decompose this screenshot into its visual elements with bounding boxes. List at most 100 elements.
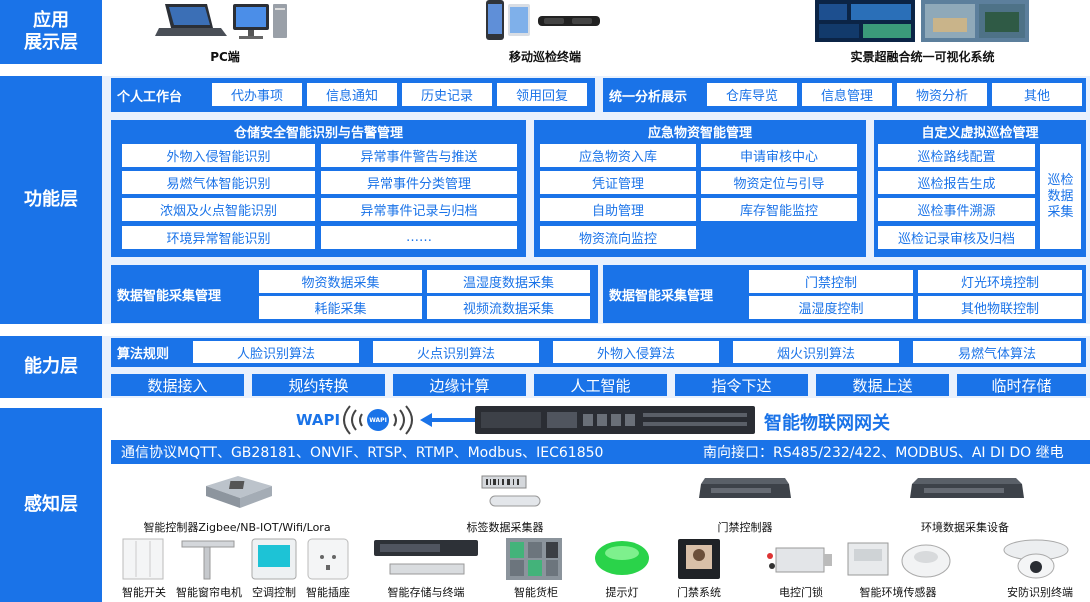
pc-device-image	[155, 4, 287, 39]
fusion-label: 实景超融合统一可视化系统	[850, 50, 995, 64]
algorithm-item[interactable]: 烟火识别算法	[733, 341, 899, 363]
workbench-item[interactable]: 领用回复	[497, 83, 587, 106]
device-caption: 智能环境传感器	[859, 586, 937, 599]
ability-function[interactable]: 边缘计算	[393, 374, 526, 396]
smart-switch-image	[122, 538, 164, 580]
ability-function[interactable]: 人工智能	[534, 374, 667, 396]
patrol-item[interactable]: 巡检路线配置	[878, 144, 1035, 167]
app-layer-area: PC端 移动巡检终端 实景超融合统一可视化系统	[110, 0, 1090, 66]
warehouse-right-item[interactable]: ……	[321, 226, 517, 249]
algorithm-title: 算法规则	[117, 347, 170, 362]
iot-gateway-image	[475, 406, 755, 434]
device-caption: 门禁系统	[677, 586, 721, 599]
tag-collector-image	[481, 475, 541, 507]
emergency-right-item[interactable]: 申请审核中心	[701, 144, 857, 167]
device-caption: 智能开关	[122, 586, 166, 599]
emergency-right-item[interactable]: 物资定位与引导	[701, 171, 857, 194]
warehouse-left-item[interactable]: 外物入侵智能识别	[122, 144, 315, 167]
smart-cabinet-image	[506, 538, 562, 580]
emergency-supplies-panel: 应急物资智能管理 应急物资入库 凭证管理 自助管理 物资流向监控 申请审核中心 …	[534, 120, 866, 257]
protocol-bar: 通信协议MQTT、GB28181、ONVIF、RTSP、RTMP、Modbus、…	[111, 440, 1090, 464]
warehouse-right-item[interactable]: 异常事件分类管理	[321, 171, 517, 194]
mobile-label: 移动巡检终端	[508, 50, 581, 64]
analysis-item[interactable]: 信息管理	[802, 83, 892, 106]
algorithm-panel: 算法规则 人脸识别算法 火点识别算法 外物入侵算法 烟火识别算法 易燃气体算法	[111, 338, 1086, 367]
emergency-left-item[interactable]: 物资流向监控	[540, 226, 696, 249]
gateway-label: 智能物联网网关	[764, 413, 890, 434]
patrol-item[interactable]: 巡检事件溯源	[878, 198, 1035, 221]
collect-right-item[interactable]: 门禁控制	[749, 270, 913, 293]
data-collect-panel-right: 数据智能采集管理 门禁控制 灯光环境控制 温湿度控制 其他物联控制	[603, 265, 1086, 323]
device-caption: 智能存储与终端	[387, 586, 465, 599]
algorithm-item[interactable]: 火点识别算法	[373, 341, 539, 363]
ability-function[interactable]: 指令下达	[675, 374, 808, 396]
arrow-left-icon	[420, 413, 476, 427]
ability-function[interactable]: 临时存储	[957, 374, 1086, 396]
access-system-image	[678, 539, 720, 579]
collect-left-item[interactable]: 温湿度数据采集	[427, 270, 590, 293]
workbench-item[interactable]: 历史记录	[402, 83, 492, 106]
device-caption: 智能货柜	[514, 586, 558, 599]
analysis-panel: 统一分析展示 仓库导览 信息管理 物资分析 其他	[603, 78, 1086, 112]
data-collect-panel-left: 数据智能采集管理 物资数据采集 温湿度数据采集 耗能采集 视频流数据采集	[111, 265, 598, 323]
emergency-left-item[interactable]: 应急物资入库	[540, 144, 696, 167]
env-sensor-image	[847, 542, 951, 578]
warehouse-safety-title: 仓储安全智能识别与告警管理	[233, 125, 403, 141]
analysis-title: 统一分析展示	[609, 89, 688, 105]
analysis-item[interactable]: 物资分析	[897, 83, 987, 106]
analysis-item[interactable]: 其他	[992, 83, 1082, 106]
storage-terminal-image	[374, 540, 478, 575]
indicator-light-image	[595, 541, 649, 575]
warehouse-right-item[interactable]: 异常事件警告与推送	[321, 144, 517, 167]
patrol-data-collect[interactable]: 巡检 数据 采集	[1040, 144, 1081, 249]
algorithm-item[interactable]: 易燃气体算法	[913, 341, 1081, 363]
analysis-item[interactable]: 仓库导览	[707, 83, 797, 106]
collect-left-item[interactable]: 物资数据采集	[259, 270, 422, 293]
ability-function[interactable]: 规约转换	[252, 374, 385, 396]
device-caption: 智能窗帘电机	[176, 586, 242, 599]
wapi-label: WAPI	[296, 411, 341, 429]
device-caption: 智能控制器Zigbee/NB-IOT/Wifi/Lora	[143, 521, 331, 534]
collect-right-item[interactable]: 灯光环境控制	[918, 270, 1082, 293]
south-interface-text: 南向接口：RS485/232/422、MODBUS、AI DI DO 继电	[703, 445, 1064, 461]
emergency-left-item[interactable]: 凭证管理	[540, 171, 696, 194]
warehouse-left-item[interactable]: 环境异常智能识别	[122, 226, 315, 249]
warehouse-left-item[interactable]: 浓烟及火点智能识别	[122, 198, 315, 221]
collect-right-item[interactable]: 温湿度控制	[749, 296, 913, 319]
collect-left-item[interactable]: 视频流数据采集	[427, 296, 590, 319]
env-data-device-image	[910, 478, 1024, 498]
device-caption: 提示灯	[605, 586, 639, 599]
algorithm-item[interactable]: 人脸识别算法	[193, 341, 359, 363]
collect-right-item[interactable]: 其他物联控制	[918, 296, 1082, 319]
warehouse-left-item[interactable]: 易燃气体智能识别	[122, 171, 315, 194]
ability-function[interactable]: 数据上送	[816, 374, 949, 396]
ac-control-image	[251, 538, 297, 580]
patrol-item[interactable]: 巡检报告生成	[878, 171, 1035, 194]
security-terminal-image	[1003, 539, 1069, 579]
emergency-supplies-title: 应急物资智能管理	[647, 125, 752, 141]
emergency-left-item[interactable]: 自助管理	[540, 198, 696, 221]
warehouse-right-item[interactable]: 异常事件记录与归档	[321, 198, 517, 221]
smart-socket-image	[307, 538, 349, 580]
algorithm-item[interactable]: 外物入侵算法	[553, 341, 719, 363]
layer-label-function: 功能层	[0, 76, 102, 324]
protocol-text: 通信协议MQTT、GB28181、ONVIF、RTSP、RTMP、Modbus、…	[121, 445, 604, 461]
device-caption: 电控门锁	[779, 586, 823, 599]
workbench-item[interactable]: 信息通知	[307, 83, 397, 106]
fusion-system-image	[815, 0, 1029, 42]
workbench-title: 个人工作台	[117, 89, 183, 105]
device-caption: 智能插座	[306, 586, 350, 599]
emergency-right-item[interactable]: 库存智能监控	[701, 198, 857, 221]
wireless-signal-icon	[343, 405, 413, 435]
wapi-badge: WAPI	[369, 416, 387, 424]
collect-left-item[interactable]: 耗能采集	[259, 296, 422, 319]
patrol-item[interactable]: 巡检记录审核及归档	[878, 226, 1035, 249]
data-collect-left-title: 数据智能采集管理	[117, 288, 222, 304]
workbench-item[interactable]: 代办事项	[212, 83, 302, 106]
smart-controller-image	[206, 476, 272, 508]
virtual-patrol-panel: 自定义虚拟巡检管理 巡检路线配置 巡检报告生成 巡检事件溯源 巡检记录审核及归档…	[874, 120, 1086, 257]
mobile-device-image	[486, 0, 600, 40]
data-collect-right-title: 数据智能采集管理	[609, 288, 714, 304]
ability-function[interactable]: 数据接入	[111, 374, 244, 396]
device-caption: 环境数据采集设备	[921, 521, 1009, 534]
